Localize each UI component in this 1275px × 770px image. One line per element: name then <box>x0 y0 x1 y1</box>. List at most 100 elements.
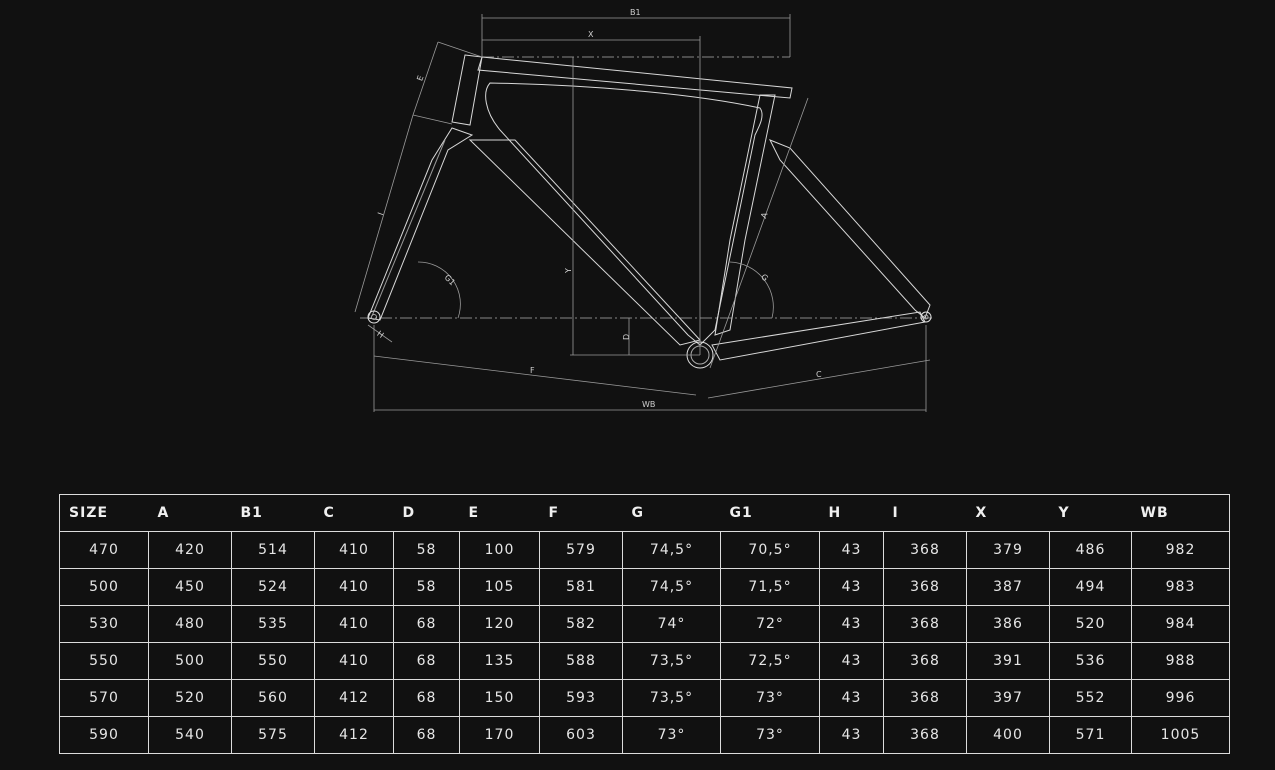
dim-arc-g1 <box>417 261 461 319</box>
table-cell: 536 <box>1049 642 1132 680</box>
table-cell: 170 <box>459 716 540 754</box>
table-cell: 368 <box>883 679 967 717</box>
table-cell: 1005 <box>1131 716 1230 754</box>
table-cell: 550 <box>59 642 149 680</box>
table-cell: 470 <box>59 531 149 569</box>
table-cell: 58 <box>393 568 460 606</box>
table-cell: 400 <box>966 716 1050 754</box>
dim-line-a <box>709 97 809 369</box>
label-d: D <box>622 334 631 340</box>
down-tube <box>468 139 701 346</box>
table-cell: 379 <box>966 531 1050 569</box>
table-cell: 550 <box>231 642 315 680</box>
table-cell: 535 <box>231 605 315 643</box>
main-triangle-outline <box>485 82 763 346</box>
front-axle <box>367 310 381 324</box>
table-cell: 43 <box>819 716 884 754</box>
column-header-y: Y <box>1049 494 1132 532</box>
table-cell: 530 <box>59 605 149 643</box>
column-header-size: SIZE <box>59 494 149 532</box>
rear-axle-inner <box>923 314 929 320</box>
label-g: G <box>759 272 770 283</box>
table-cell: 368 <box>883 568 967 606</box>
table-cell: 540 <box>148 716 232 754</box>
table-cell: 603 <box>539 716 623 754</box>
table-cell: 73° <box>720 679 820 717</box>
table-cell: 73° <box>622 716 721 754</box>
label-y: Y <box>564 268 573 274</box>
label-g1: G1 <box>443 273 457 287</box>
table-cell: 120 <box>459 605 540 643</box>
chain-stay <box>711 311 926 361</box>
table-cell: 982 <box>1131 531 1230 569</box>
table-cell: 588 <box>539 642 623 680</box>
table-cell: 68 <box>393 679 460 717</box>
table-cell: 387 <box>966 568 1050 606</box>
table-cell: 150 <box>459 679 540 717</box>
table-cell: 70,5° <box>720 531 820 569</box>
table-cell: 397 <box>966 679 1050 717</box>
seat-tube <box>714 94 776 336</box>
table-cell: 570 <box>59 679 149 717</box>
column-header-g: G <box>622 494 721 532</box>
table-cell: 72,5° <box>720 642 820 680</box>
label-x: X <box>588 30 594 39</box>
table-cell: 368 <box>883 531 967 569</box>
table-cell: 486 <box>1049 531 1132 569</box>
table-cell: 43 <box>819 531 884 569</box>
label-c: C <box>816 370 822 379</box>
label-i: I <box>376 211 385 216</box>
table-cell: 73,5° <box>622 642 721 680</box>
table-cell: 391 <box>966 642 1050 680</box>
table-cell: 552 <box>1049 679 1132 717</box>
table-cell: 410 <box>314 568 394 606</box>
table-cell: 72° <box>720 605 820 643</box>
table-cell: 996 <box>1131 679 1230 717</box>
front-axle-inner <box>371 314 377 320</box>
table-cell: 560 <box>231 679 315 717</box>
table-cell: 43 <box>819 605 884 643</box>
table-cell: 494 <box>1049 568 1132 606</box>
table-cell: 984 <box>1131 605 1230 643</box>
dim-line-c <box>707 359 931 399</box>
column-header-wb: WB <box>1131 494 1230 532</box>
column-header-a: A <box>148 494 232 532</box>
column-header-h: H <box>819 494 884 532</box>
top-tube <box>477 56 793 99</box>
label-e: E <box>415 74 425 82</box>
fork <box>367 127 474 321</box>
table-cell: 43 <box>819 679 884 717</box>
column-header-c: C <box>314 494 394 532</box>
table-cell: 520 <box>1049 605 1132 643</box>
frame-geometry-diagram: B1 X E I A Y D G1 G H F C WB <box>354 8 935 412</box>
table-cell: 100 <box>459 531 540 569</box>
table-cell: 43 <box>819 568 884 606</box>
dim-arc-g <box>729 261 774 319</box>
table-cell: 500 <box>59 568 149 606</box>
column-header-g1: G1 <box>720 494 820 532</box>
table-cell: 480 <box>148 605 232 643</box>
table-cell: 71,5° <box>720 568 820 606</box>
table-cell: 410 <box>314 531 394 569</box>
table-cell: 73,5° <box>622 679 721 717</box>
table-cell: 500 <box>148 642 232 680</box>
table-cell: 410 <box>314 642 394 680</box>
dim-line-f <box>373 355 697 396</box>
table-cell: 58 <box>393 531 460 569</box>
table-cell: 368 <box>883 716 967 754</box>
table-cell: 68 <box>393 642 460 680</box>
table-cell: 74,5° <box>622 531 721 569</box>
table-cell: 74,5° <box>622 568 721 606</box>
dim-line-i <box>354 114 414 313</box>
fork-inner <box>371 139 446 317</box>
table-cell: 105 <box>459 568 540 606</box>
table-cell: 593 <box>539 679 623 717</box>
